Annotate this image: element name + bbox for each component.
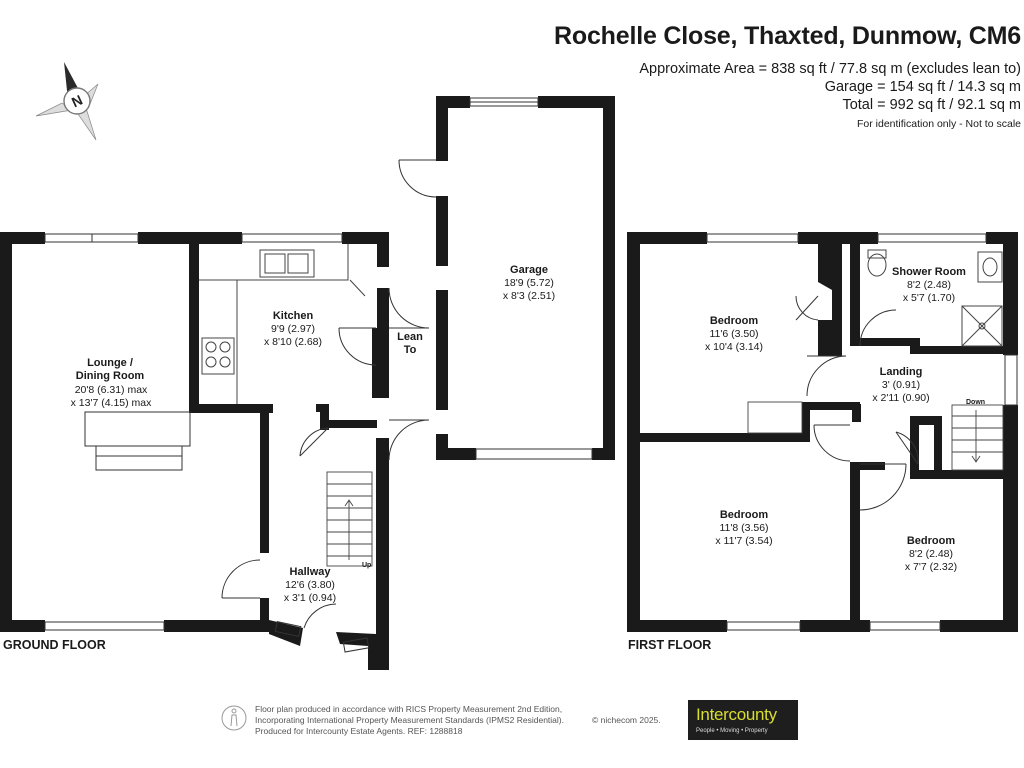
- garage-dim-2: x 8'3 (2.51): [503, 290, 555, 302]
- ground-floor-windows: [44, 233, 370, 653]
- logo-tagline: People • Moving • Property: [696, 728, 768, 734]
- approximate-area-text: Approximate Area = 838 sq ft / 77.8 sq m…: [639, 61, 1021, 77]
- garage-dim-1: 18'9 (5.72): [504, 277, 554, 289]
- shower-room-fixtures: [867, 249, 1003, 347]
- stairs-down-label: Down: [966, 399, 985, 406]
- staircase-down: [747, 401, 1004, 471]
- footer-copyright: © nichecom 2025.: [592, 715, 661, 725]
- lounge-name: Lounge /: [87, 357, 133, 369]
- footer-notes: Floor plan produced in accordance with R…: [255, 704, 564, 737]
- lean-to-name: Lean: [397, 331, 423, 343]
- kitchen-dim-1: 9'9 (2.97): [271, 323, 315, 335]
- bedroom3-dim-1: 8'2 (2.48): [909, 548, 953, 560]
- person-icon: [221, 705, 247, 731]
- not-to-scale-note: For identification only - Not to scale: [857, 118, 1021, 130]
- lounge-dim-1: 20'8 (6.31) max: [75, 384, 148, 396]
- hallway-dim-1: 12'6 (3.80): [285, 579, 335, 591]
- footer-line-3: Produced for Intercounty Estate Agents. …: [255, 726, 463, 736]
- bedroom1-dim-1: 11'6 (3.50): [709, 328, 758, 340]
- landing-name: Landing: [880, 366, 923, 378]
- kitchen-units: [199, 244, 366, 404]
- ground-floor-doors: [221, 159, 437, 629]
- garage-name: Garage: [510, 264, 548, 276]
- shower-room-dim-1: 8'2 (2.48): [907, 279, 951, 291]
- intercounty-logo: Intercounty People • Moving • Property: [688, 700, 798, 740]
- landing-dim-2: x 2'11 (0.90): [872, 392, 929, 404]
- total-area-text: Total = 992 sq ft / 92.1 sq m: [842, 97, 1021, 113]
- shower-room-name: Shower Room: [892, 266, 966, 278]
- bedroom2-name: Bedroom: [720, 509, 769, 521]
- staircase-up: [326, 471, 373, 567]
- fireplace: [84, 411, 191, 471]
- bedroom2-dim-1: 11'8 (3.56): [719, 522, 768, 534]
- bedroom3-dim-2: x 7'7 (2.32): [905, 561, 957, 573]
- lounge-name-line2: Dining Room: [76, 370, 145, 382]
- kitchen-dim-2: x 8'10 (2.68): [264, 336, 322, 348]
- footer-line-2: Incorporating International Property Mea…: [255, 715, 564, 725]
- ground-floor-walls: [0, 232, 389, 670]
- garage-area-text: Garage = 154 sq ft / 14.3 sq m: [824, 79, 1021, 95]
- compass-icon: N: [35, 62, 99, 141]
- shower-room-dim-2: x 5'7 (1.70): [903, 292, 955, 304]
- bedroom2-dim-2: x 11'7 (3.54): [715, 535, 772, 547]
- property-address-title: Rochelle Close, Thaxted, Dunmow, CM6: [554, 22, 1021, 50]
- ground-floor-label: GROUND FLOOR: [3, 638, 106, 652]
- first-floor-label: FIRST FLOOR: [628, 638, 711, 652]
- landing-dim-1: 3' (0.91): [882, 379, 920, 391]
- kitchen-name: Kitchen: [273, 310, 314, 322]
- lean-to-name-line2: To: [404, 344, 417, 356]
- garage-walls: [436, 96, 615, 460]
- garage-openings: [469, 97, 593, 460]
- bedroom3-name: Bedroom: [907, 535, 956, 547]
- first-floor-windows: [706, 233, 1018, 631]
- stairs-up-label: Up: [362, 562, 371, 569]
- hallway-name: Hallway: [290, 566, 332, 578]
- bedroom1-dim-2: x 10'4 (3.14): [705, 341, 763, 353]
- first-floor-doors: [795, 295, 919, 511]
- bedroom1-name: Bedroom: [710, 315, 759, 327]
- lounge-dim-2: x 13'7 (4.15) max: [71, 397, 153, 409]
- first-floor-walls: [627, 232, 1018, 632]
- footer-line-1: Floor plan produced in accordance with R…: [255, 704, 563, 714]
- hallway-dim-2: x 3'1 (0.94): [284, 592, 336, 604]
- logo-name: Intercounty: [696, 705, 777, 724]
